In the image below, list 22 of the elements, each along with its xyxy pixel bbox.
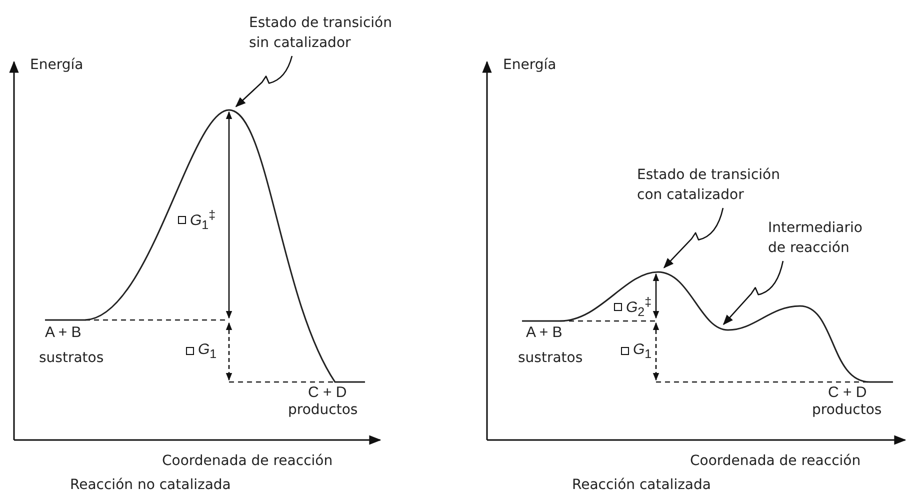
axis-label: Energía xyxy=(30,56,84,74)
leader-arrow xyxy=(722,260,784,326)
callout-text: Intermediario de reacción xyxy=(768,218,868,258)
delta-g-label: G$_{1}$ xyxy=(198,341,217,361)
panel-caption: Reacción catalizada xyxy=(572,476,711,494)
species-label: productos xyxy=(288,401,358,420)
leader-arrow xyxy=(663,208,724,268)
leader-arrow xyxy=(235,56,293,108)
species-label: sustratos xyxy=(39,349,104,368)
callout-text: Estado de transición con catalizador xyxy=(637,165,797,205)
callout-text: Estado de transición sin catalizador xyxy=(249,13,409,53)
species-label: C + D xyxy=(828,383,867,402)
species-label: A + B xyxy=(45,323,82,342)
species-label: A + B xyxy=(526,323,562,342)
species-label: C + D xyxy=(308,383,347,402)
axis-label: Coordenada de reacción xyxy=(690,452,861,470)
axis-label: Energía xyxy=(503,56,556,74)
delta-g-label: G$_{1}$ xyxy=(633,341,652,361)
panel-caption: Reacción no catalizada xyxy=(70,476,231,494)
species-label: productos xyxy=(812,401,882,420)
axis-label: Coordenada de reacción xyxy=(162,452,333,470)
species-label: sustratos xyxy=(518,349,583,368)
